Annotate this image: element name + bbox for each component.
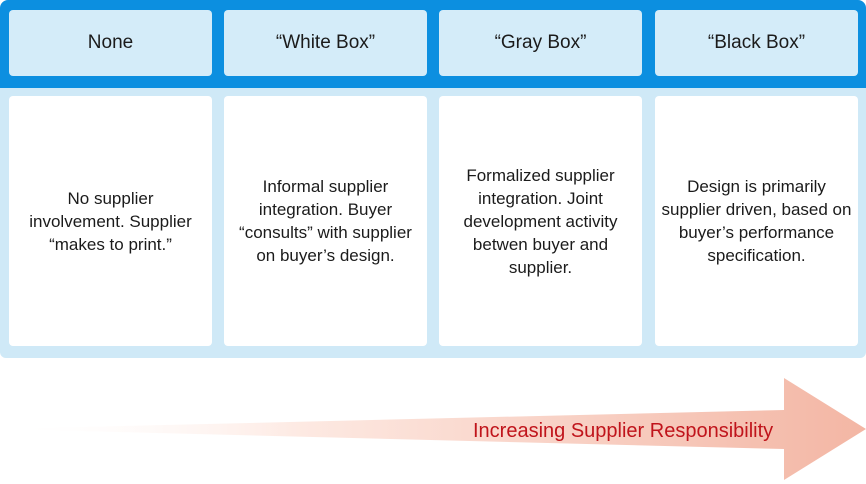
column-header-black-box: “Black Box”	[655, 10, 858, 76]
description-text: Informal supplier integration. Buyer “co…	[239, 177, 412, 265]
column-description-gray-box: Formalized supplier integration. Joint d…	[439, 96, 642, 346]
description-text: Design is primarily supplier driven, bas…	[661, 177, 852, 265]
description-text: No supplier involvement. Supplier “makes…	[29, 188, 192, 254]
description-text: Formalized supplier integration. Joint d…	[463, 165, 618, 277]
column-header-gray-box: “Gray Box”	[439, 10, 642, 76]
column-header-white-box: “White Box”	[224, 10, 427, 76]
column-header-none: None	[9, 10, 212, 76]
column-description-none: No supplier involvement. Supplier “makes…	[9, 96, 212, 346]
column-description-black-box: Design is primarily supplier driven, bas…	[655, 96, 858, 346]
responsibility-arrow	[0, 378, 866, 480]
arrow-label: Increasing Supplier Responsibility	[473, 420, 774, 442]
column-description-white-box: Informal supplier integration. Buyer “co…	[224, 96, 427, 346]
arrow-shape	[0, 378, 866, 480]
